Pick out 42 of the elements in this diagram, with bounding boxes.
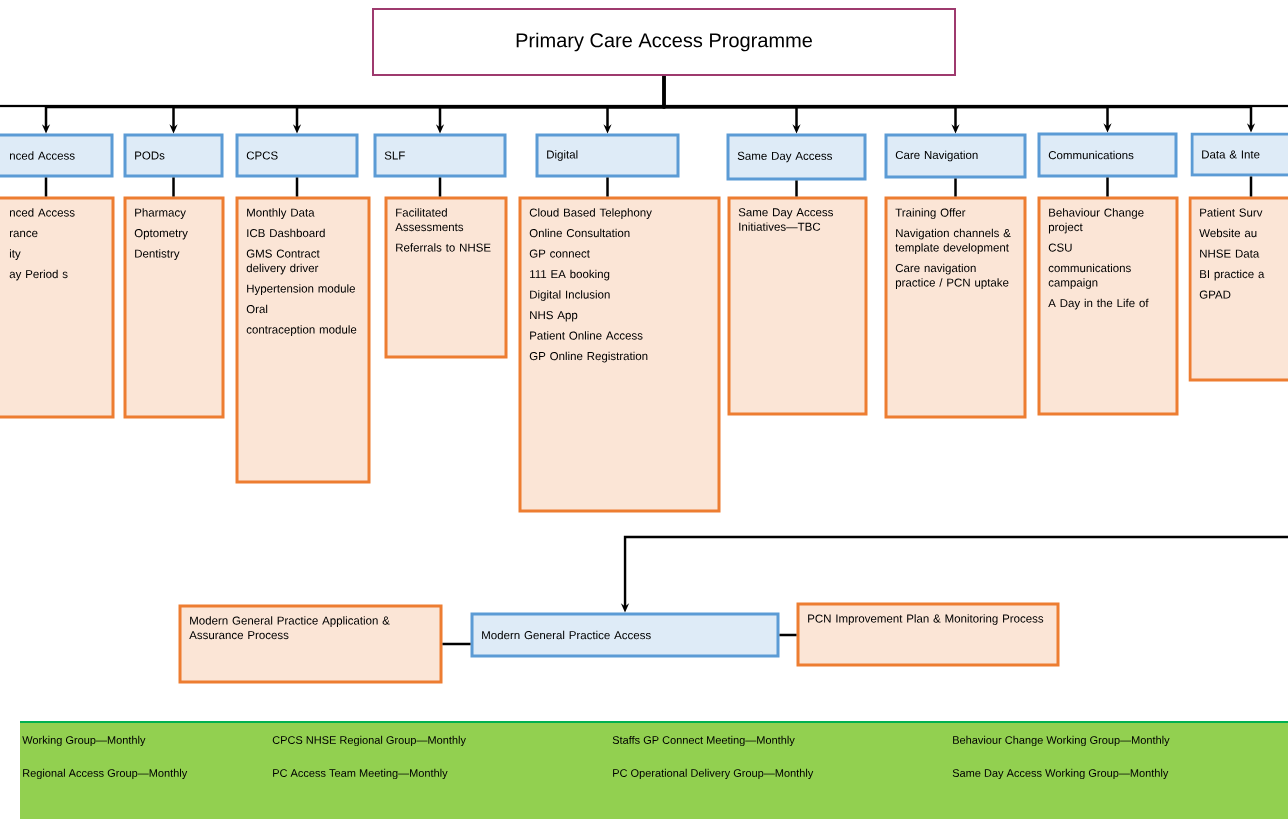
- item-list-box: Cloud Based Telephony Online Consultation GP connect 111 EA booking Digital Inclusion NHS App Patient Online Access GP Online Registration: [518, 196, 721, 513]
- connector-line: [172, 177, 175, 197]
- category-box: Communications: [1037, 132, 1178, 178]
- item-list-box: Modern General Practice Application & Assurance Process: [178, 604, 443, 684]
- category-box: nced Access: [0, 133, 114, 178]
- category-box: SLF: [373, 133, 507, 178]
- connector-line: [295, 177, 299, 197]
- connector-line: [44, 177, 48, 197]
- item-list-box: Patient Surv Website au NHSE Data BI practice a GPAD: [1188, 196, 1288, 382]
- category-box: Care Navigation: [884, 133, 1027, 179]
- category-box: Modern General Practice Access: [470, 612, 780, 658]
- category-box: Same Day Access: [726, 133, 867, 181]
- connector-line: [442, 642, 471, 646]
- meeting-band: [20, 722, 1288, 819]
- connector-line: [779, 633, 797, 637]
- connector-line: [606, 177, 609, 197]
- meeting-text: Same Day Access Working Group—Monthly: [952, 768, 1169, 780]
- item-list-box: Same Day Access Initiatives—TBC: [727, 196, 868, 416]
- connector-line: [795, 180, 798, 197]
- title-box: Primary Care Access Programme: [372, 8, 956, 76]
- meeting-text: CPCS NHSE Regional Group—Monthly: [272, 735, 466, 747]
- meeting-text: Staffs GP Connect Meeting—Monthly: [612, 735, 795, 747]
- item-list-box: Pharmacy Optometry Dentistry: [123, 196, 225, 419]
- meeting-text: Regional Access Group—Monthly: [23, 768, 188, 780]
- item-list-box: Behaviour Change project CSU communications campaign A Day in the Life of: [1037, 196, 1179, 416]
- item-list-box: nced Access rance ity ay Period s: [0, 196, 115, 419]
- item-list-box: Facilitated Assessments Referrals to NHSE: [384, 196, 508, 359]
- category-box: PODs: [123, 133, 224, 178]
- item-list-box: PCN Improvement Plan & Monitoring Process: [796, 602, 1060, 667]
- meeting-text: Behaviour Change Working Group—Monthly: [953, 735, 1170, 747]
- connector-line: [438, 177, 442, 197]
- item-list-box: Training Offer Navigation channels & template development Care navigation practice / PCN uptake: [884, 196, 1027, 419]
- connector-line: [1249, 176, 1253, 197]
- item-list-box: Monthly Data ICB Dashboard GMS Contract delivery driver Hypertension module Oral contraception module: [235, 196, 371, 484]
- meeting-text: PC Operational Delivery Group—Monthly: [613, 768, 814, 780]
- connector-line: [954, 178, 957, 197]
- meeting-text: PC Access Team Meeting—Monthly: [273, 768, 448, 780]
- category-box: CPCS: [235, 133, 359, 178]
- connector-line: [1106, 177, 1109, 197]
- category-box: Data & Inte: [1190, 132, 1288, 177]
- meeting-text: Working Group—Monthly: [22, 735, 146, 747]
- category-box: Digital: [535, 133, 680, 178]
